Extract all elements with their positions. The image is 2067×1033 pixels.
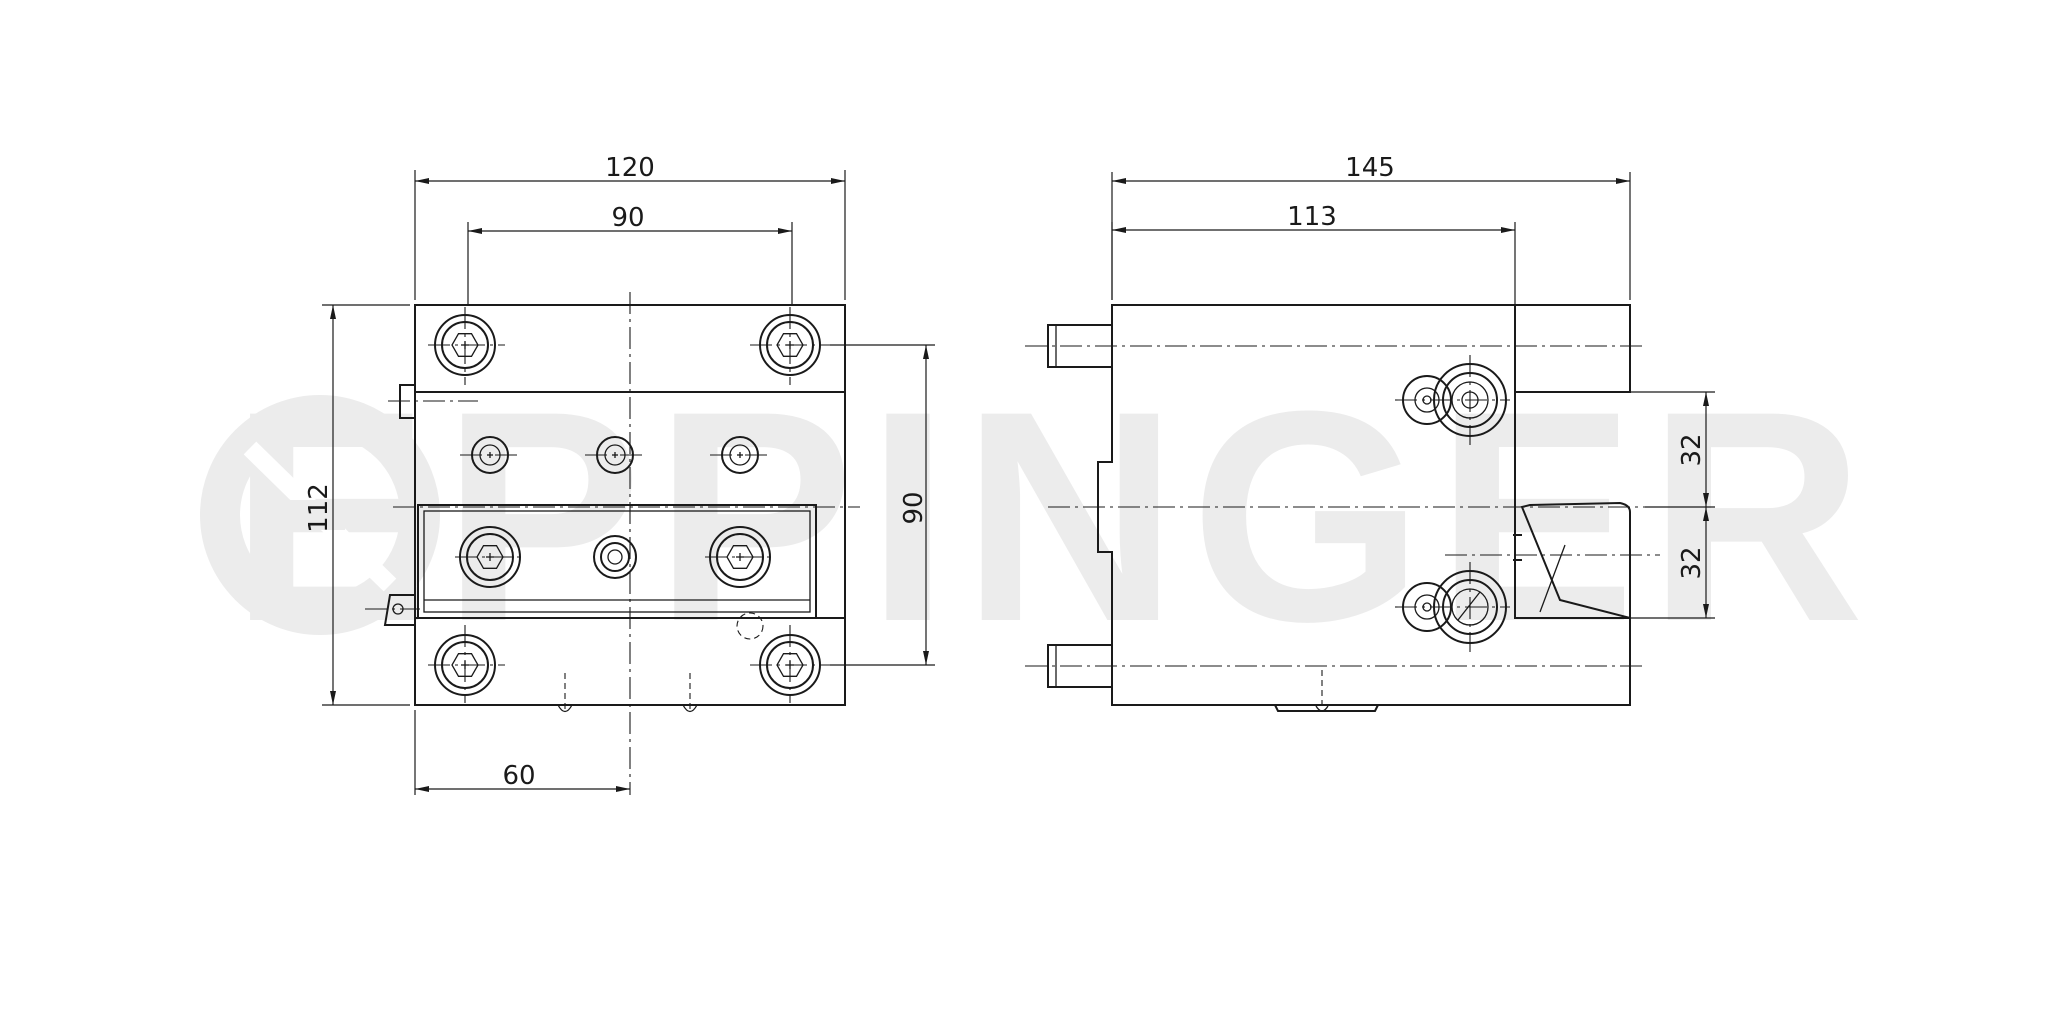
dim-half-width: 60	[502, 761, 535, 791]
dim-overall-length: 145	[1345, 153, 1395, 183]
dim-lower-offset: 32	[1677, 546, 1707, 579]
dim-overall-width: 120	[605, 153, 655, 183]
dim-height: 112	[304, 483, 334, 533]
front-view: 120 90 112 90 60	[304, 153, 935, 795]
dim-upper-offset: 32	[1677, 433, 1707, 466]
dim-bolt-spacing: 90	[611, 203, 644, 233]
dim-partial-length: 113	[1287, 202, 1337, 232]
dim-vertical-spacing: 90	[899, 491, 929, 524]
eppinger-watermark: EPPINGER	[230, 348, 1876, 684]
side-view: 145 113 32 32	[1025, 153, 1715, 712]
